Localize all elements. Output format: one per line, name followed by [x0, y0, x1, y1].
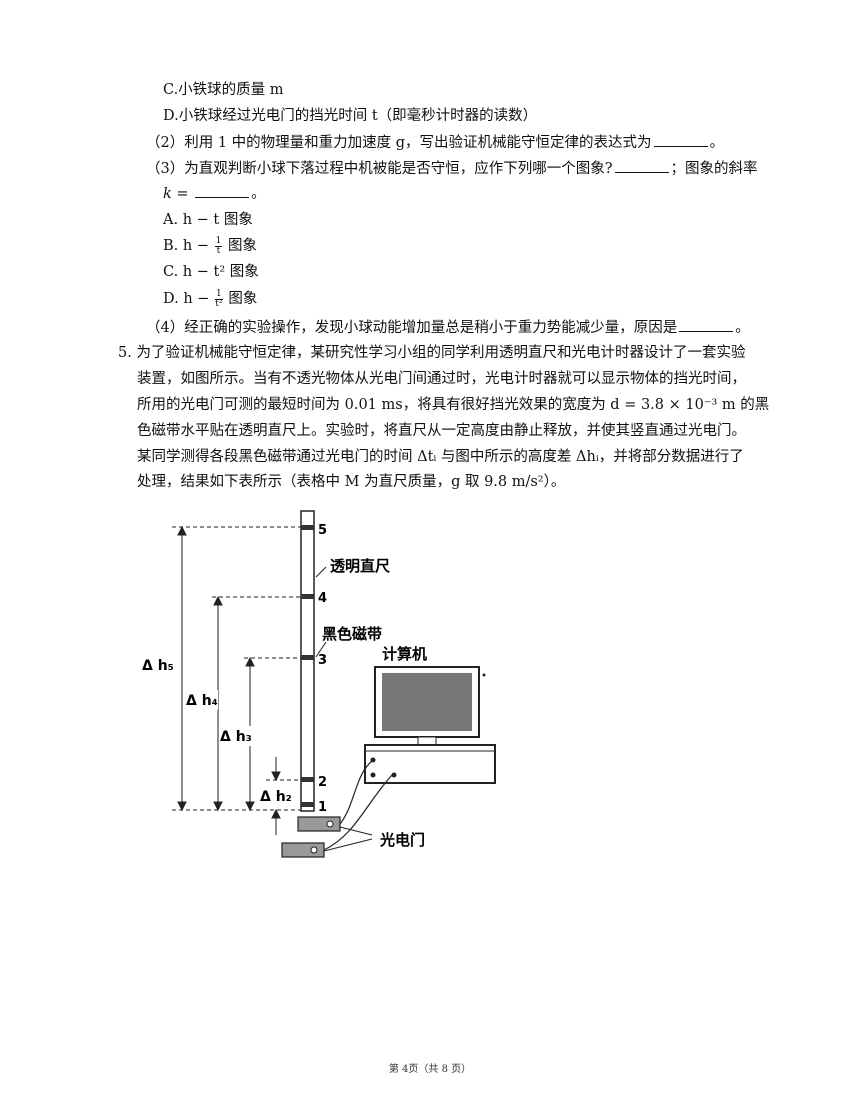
answer-blank — [679, 317, 734, 332]
option-d-line: D.小铁球经过光电门的挡光时间 t（即毫秒计时器的读数） — [163, 108, 538, 124]
answer-blank — [195, 183, 250, 198]
label-photogate: 光电门 — [379, 831, 425, 849]
cable-upper — [339, 760, 373, 825]
tape-1 — [301, 802, 314, 807]
dh3-bg — [220, 726, 252, 746]
question-3: （3）为直观判断小球下落过程中机被能是否守恒，应作下列哪一个图象? ；图象的斜率 — [146, 158, 758, 179]
page-footer: 第 4页（共 8 页） — [388, 1064, 472, 1075]
label-computer: 计算机 — [382, 645, 427, 663]
period-mark: 。 — [709, 135, 725, 151]
option-c: C. h − t² 图象 — [163, 264, 259, 280]
problem-5-line-2: 装置，如图所示。当有不透光物体从光电门间通过时，光电计时器就可以显示物体的挡光时… — [137, 371, 746, 387]
period-mark: 。 — [251, 186, 266, 202]
dh5-bg — [140, 655, 180, 675]
period-mark: 。 — [735, 320, 750, 336]
height-arrows — [177, 525, 281, 835]
question-2: （2）利用 1 中的物理量和重力加速度 g，写出验证机械能守恒定律的表达式为 。 — [146, 132, 724, 153]
label-dh3: Δ h₃ — [220, 729, 252, 745]
question-4-text: （4）经正确的实验操作，发现小球动能增加量总是稍小于重力势能减少量，原因是 — [146, 320, 678, 336]
cable-lower — [323, 774, 393, 851]
answer-blank — [653, 132, 708, 147]
answer-blank — [614, 158, 669, 173]
problem-5-line-4: 色磁带水平贴在透明直尺上。实验时，将直尺从一定高度由静止释放，并使其竖直通过光电… — [137, 423, 746, 439]
question-3-slope: k = 。 — [163, 183, 266, 204]
tape-leader — [315, 641, 327, 658]
label-dh4: Δ h₄ — [186, 693, 218, 709]
question-4: （4）经正确的实验操作，发现小球动能增加量总是稍小于重力势能减少量，原因是 。 — [146, 317, 750, 338]
tape-3 — [301, 655, 314, 660]
label-n4: 4 — [318, 591, 327, 606]
transparent-ruler — [300, 510, 315, 812]
question-3-tail: ；图象的斜率 — [670, 161, 758, 177]
option-d-suffix: 图象 — [228, 291, 258, 307]
photogate-upper — [297, 816, 341, 832]
slope-label: k = — [163, 186, 189, 202]
apparatus-figure: 5 4 3 2 1 透明直尺 黑色磁带 Δ h₅ Δ h₄ Δ h₃ Δ h₂ … — [140, 510, 496, 858]
tape-4 — [301, 594, 314, 599]
problem-5-line-3: 所用的光电门可测的最短时间为 0.01 ms，将具有很好挡光效果的宽度为 d =… — [137, 397, 770, 413]
label-tape: 黑色磁带 — [322, 625, 382, 643]
label-dh5: Δ h₅ — [142, 658, 174, 674]
question-2-text: （2）利用 1 中的物理量和重力加速度 g，写出验证机械能守恒定律的表达式为 — [146, 135, 652, 151]
option-d-prefix: D. h − — [163, 291, 210, 307]
option-b-prefix: B. h − — [163, 238, 209, 254]
problem-5-line-1: 5. 为了验证机械能守恒定律，某研究性学习小组的同学利用透明直尺和光电计时器设计… — [118, 345, 746, 361]
label-ruler: 透明直尺 — [330, 557, 390, 575]
dh4-bg — [186, 690, 218, 710]
tape-2 — [301, 777, 314, 782]
tape-5 — [301, 525, 314, 530]
dashed-guides — [172, 526, 301, 811]
computer-screen — [382, 673, 472, 731]
question-3-text: （3）为直观判断小球下落过程中机被能是否守恒，应作下列哪一个图象? — [146, 161, 613, 177]
label-n1: 1 — [318, 800, 327, 815]
label-n2: 2 — [318, 775, 327, 790]
problem-5-line-6: 处理，结果如下表所示（表格中 M 为直尺质量，g 取 9.8 m/s²）。 — [137, 474, 566, 490]
label-n3: 3 — [318, 653, 327, 668]
photogate-lower — [281, 842, 325, 858]
ruler-leader — [315, 566, 327, 578]
option-c-line: C.小铁球的质量 m — [163, 82, 284, 98]
problem-5-line-5: 某同学测得各段黑色磁带通过光电门的时间 Δtᵢ 与图中所示的高度差 Δhᵢ，并将… — [137, 449, 744, 465]
label-dh2: Δ h₂ — [260, 789, 292, 805]
label-n5: 5 — [318, 523, 327, 538]
option-a: A. h − t 图象 — [163, 212, 253, 228]
option-b-suffix: 图象 — [227, 238, 257, 254]
